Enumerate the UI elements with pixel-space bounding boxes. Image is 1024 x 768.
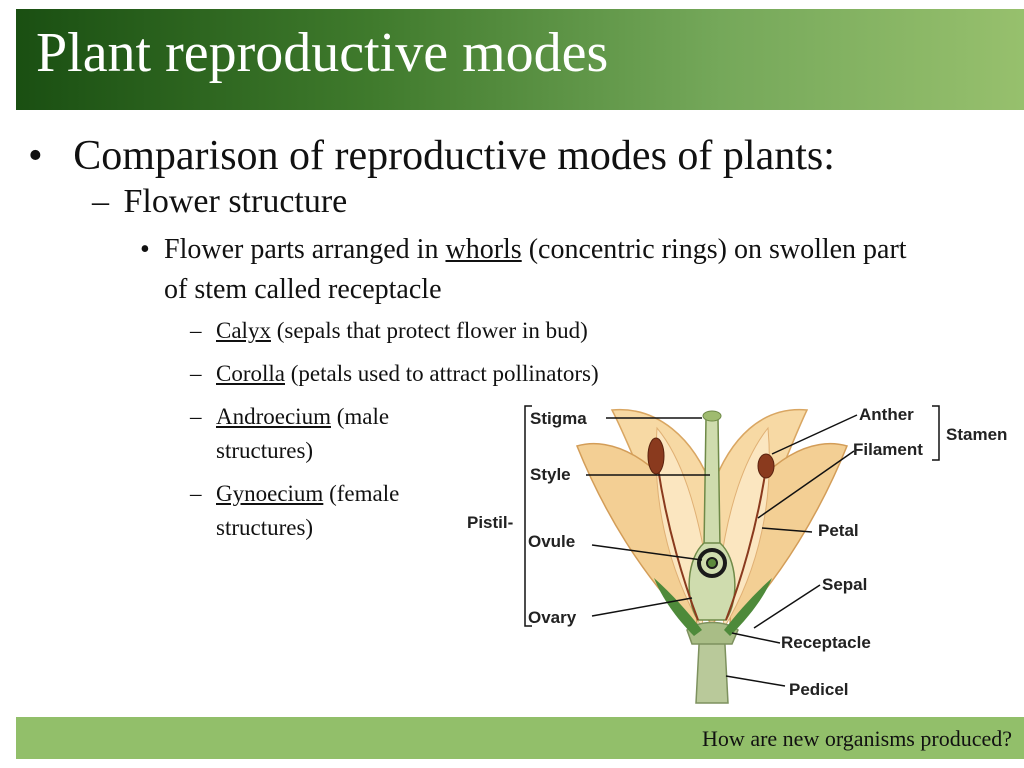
text-segment: Flower parts arranged in xyxy=(164,234,446,265)
footer-text: How are new organisms produced? xyxy=(702,726,1012,751)
footer-bar: How are new organisms produced? xyxy=(16,717,1024,759)
dash-glyph: – xyxy=(190,361,202,386)
ovary xyxy=(688,542,736,621)
label-petal: Petal xyxy=(818,521,859,540)
list-item-corolla: – Corolla (petals used to attract pollin… xyxy=(190,357,710,391)
bullet-level2: – Flower structure xyxy=(92,183,347,221)
bullet-glyph: • xyxy=(140,234,150,265)
bullet-level2-text: Flower structure xyxy=(123,183,348,220)
anther-right xyxy=(757,453,775,479)
dash-glyph: – xyxy=(92,183,109,220)
dash-glyph: – xyxy=(190,404,202,429)
bullet-level1-text: Comparison of reproductive modes of plan… xyxy=(73,133,835,179)
list-item-gynoecium: – Gynoecium (female structures) xyxy=(190,477,440,545)
bullet-glyph: • xyxy=(28,133,43,179)
flower-diagram: Stigma Style Pistil- Ovule Ovary Anther … xyxy=(467,405,1007,704)
desc-gynoecium: (female structures) xyxy=(216,481,400,540)
filament-left xyxy=(657,467,699,621)
label-filament: Filament xyxy=(853,440,923,459)
label-stigma: Stigma xyxy=(530,409,587,428)
dash-glyph: – xyxy=(190,481,202,506)
slide-title: Plant reproductive modes xyxy=(36,22,609,84)
filament-right xyxy=(725,467,767,621)
label-ovary: Ovary xyxy=(528,608,577,627)
desc-androecium: (male structures) xyxy=(216,404,390,463)
desc-corolla: (petals used to attract pollinators) xyxy=(285,361,599,386)
title-bar: Plant reproductive modes xyxy=(16,9,1024,110)
label-pedicel: Pedicel xyxy=(789,680,849,699)
ovule-inner xyxy=(706,557,718,569)
style xyxy=(703,417,721,549)
bullet-level1: • Comparison of reproductive modes of pl… xyxy=(28,133,835,179)
term-whorls: whorls xyxy=(445,234,522,265)
sepal-left xyxy=(654,578,702,636)
sepal-right xyxy=(724,578,772,636)
label-receptacle: Receptacle xyxy=(781,633,871,652)
list-item-androecium: – Androecium (male structures) xyxy=(190,400,440,468)
ovule-outer xyxy=(697,548,727,578)
label-anther: Anther xyxy=(859,405,914,424)
desc-calyx: (sepals that protect flower in bud) xyxy=(270,318,588,343)
term-calyx: Calyx xyxy=(216,318,271,343)
label-sepal: Sepal xyxy=(822,575,867,594)
dash-glyph: – xyxy=(190,318,202,343)
text-segment: (concentric rings) on swollen part of st… xyxy=(164,234,907,305)
label-style: Style xyxy=(530,465,571,484)
list-item-calyx: – Calyx (sepals that protect flower in b… xyxy=(190,314,710,348)
term-androecium: Androecium xyxy=(216,404,331,429)
bullet-level3-text: Flower parts arranged in whorls (concent… xyxy=(164,230,920,310)
bullet-level3: • Flower parts arranged in whorls (conce… xyxy=(140,230,920,310)
term-gynoecium: Gynoecium xyxy=(216,481,324,506)
stigma-tip xyxy=(702,410,722,422)
label-stamen: Stamen xyxy=(946,425,1007,444)
leader-lines xyxy=(524,405,940,687)
label-pistil: Pistil- xyxy=(467,513,513,532)
anther-left xyxy=(647,437,665,475)
term-corolla: Corolla xyxy=(216,361,285,386)
label-ovule: Ovule xyxy=(528,532,575,551)
